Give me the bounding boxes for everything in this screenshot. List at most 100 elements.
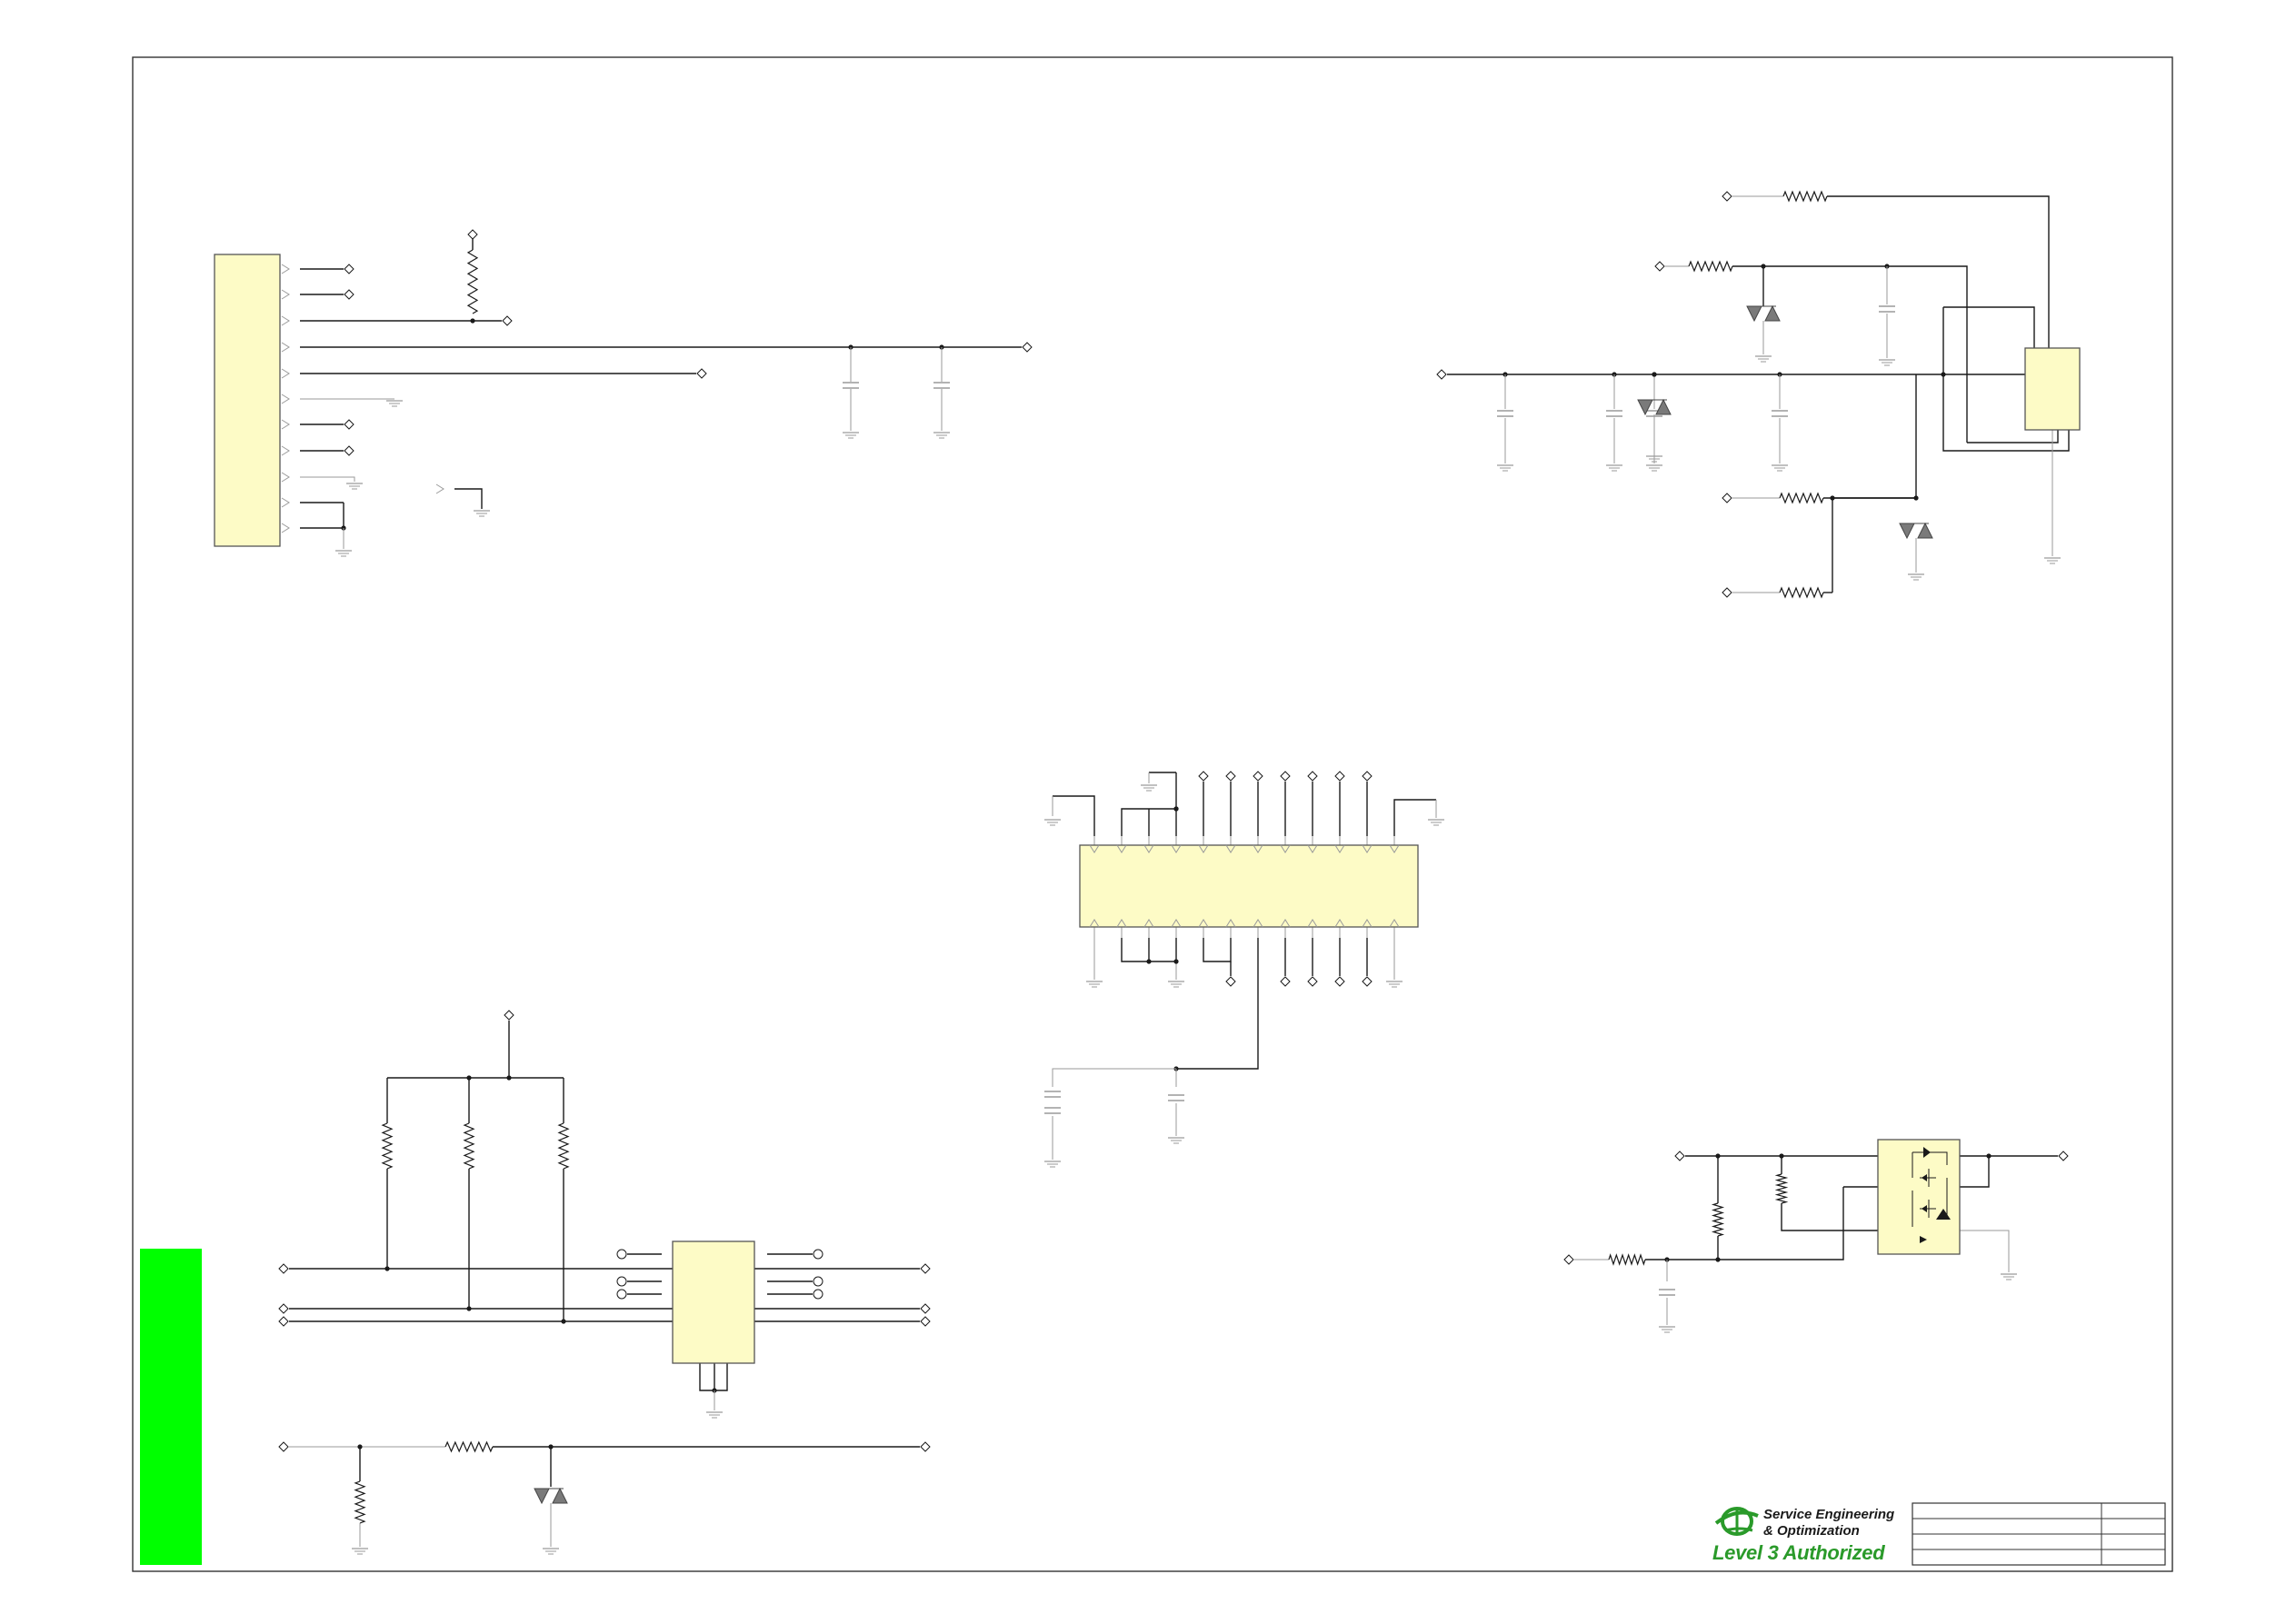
capacitor-icon: [1879, 305, 1895, 313]
pin-arrow-icon: [1334, 844, 1345, 853]
ground-icon: [1497, 464, 1513, 472]
port-diamond-icon: [1280, 976, 1291, 987]
ground-icon: [1659, 1326, 1675, 1333]
port-diamond-icon: [504, 1010, 514, 1021]
resistor-icon: [1688, 260, 1733, 273]
title-block-table: [1912, 1502, 2166, 1566]
capacitor-icon: [1044, 1107, 1061, 1114]
test-point-icon: [813, 1276, 824, 1287]
ground-icon: [933, 432, 950, 439]
pin-arrow-icon: [1225, 919, 1236, 928]
port-diamond-icon: [502, 315, 513, 326]
resistor-icon: [463, 1122, 475, 1170]
ground-icon: [2044, 557, 2061, 564]
pin-arrow-icon: [1143, 844, 1154, 853]
pin-arrow-icon: [1171, 919, 1182, 928]
ground-icon: [706, 1411, 723, 1419]
port-diamond-icon: [920, 1303, 931, 1314]
resistor-icon: [557, 1122, 570, 1170]
pin-arrow-icon: [281, 445, 290, 456]
port-diamond-icon: [1362, 976, 1373, 987]
port-diamond-icon: [1225, 976, 1236, 987]
port-diamond-icon: [920, 1441, 931, 1452]
ic-top-right: [2024, 347, 2081, 431]
port-diamond-icon: [344, 289, 354, 300]
tvs-diode-icon: [1637, 398, 1672, 416]
test-point-icon: [616, 1276, 627, 1287]
pin-arrow-icon: [1116, 919, 1127, 928]
wire: [1781, 1203, 1878, 1231]
pin-arrow-icon: [1389, 919, 1400, 928]
wire: [1942, 307, 2070, 452]
junction-dot: [1173, 959, 1179, 964]
port-diamond-icon: [278, 1316, 289, 1327]
pin-arrow-icon: [281, 315, 290, 326]
wire: [1827, 195, 2050, 348]
wire: [454, 488, 483, 509]
test-point-icon: [813, 1249, 824, 1260]
port-diamond-icon: [344, 445, 354, 456]
port-diamond-icon: [278, 1441, 289, 1452]
wires: [289, 195, 2070, 1547]
pin-arrow-icon: [1362, 919, 1373, 928]
pin-arrow-icon: [281, 368, 290, 379]
pin-arrow-icon: [1143, 919, 1154, 928]
ground-icon: [1755, 355, 1772, 363]
wire: [699, 1363, 728, 1391]
resistor-icon: [1782, 190, 1828, 203]
wire: [1943, 306, 2035, 348]
port-diamond-icon: [1654, 261, 1665, 272]
port-diamond-icon: [1253, 771, 1263, 782]
ground-icon: [346, 483, 363, 490]
ground-icon: [2001, 1273, 2017, 1280]
wire: [1393, 799, 1436, 836]
capacitor-icon: [1168, 1094, 1184, 1101]
wire: [1960, 1230, 2010, 1272]
pin-arrow-icon: [281, 289, 290, 300]
capacitor-icon: [1606, 410, 1622, 417]
ground-icon: [1908, 573, 1924, 581]
ground-icon: [1141, 784, 1157, 792]
ground-icon: [352, 1548, 368, 1555]
ground-icon: [1879, 359, 1895, 366]
wire: [1967, 430, 2059, 443]
ground-icon: [474, 510, 490, 517]
pin-arrow-icon: [281, 419, 290, 430]
port-diamond-icon: [696, 368, 707, 379]
pin-arrow-icon: [281, 523, 290, 533]
pin-arrow-icon: [1280, 919, 1291, 928]
ground-icon: [1646, 464, 1662, 472]
test-point-icon: [616, 1249, 627, 1260]
ground-icon: [1168, 981, 1184, 988]
resistor-icon: [466, 249, 479, 314]
junction-dot: [1173, 806, 1179, 812]
pin-arrow-icon: [1389, 844, 1400, 853]
port-diamond-icon: [1563, 1254, 1574, 1265]
junction-dot: [1913, 495, 1919, 501]
port-diamond-icon: [920, 1263, 931, 1274]
pin-arrow-icon: [281, 264, 290, 274]
test-point-icon: [813, 1289, 824, 1300]
wire: [300, 476, 355, 482]
port-diamond-icon: [1198, 771, 1209, 782]
ground-icon: [1044, 819, 1061, 826]
ground-icon: [1428, 819, 1444, 826]
port-diamond-icon: [278, 1303, 289, 1314]
capacitor-icon: [933, 382, 950, 389]
wire: [1718, 1187, 1844, 1260]
port-diamond-icon: [344, 264, 354, 274]
port-diamond-icon: [920, 1316, 931, 1327]
wire: [1052, 1068, 1176, 1087]
port-diamond-icon: [1334, 976, 1345, 987]
ground-icon: [1168, 1137, 1184, 1144]
wire: [1176, 938, 1259, 1070]
port-diamond-icon: [278, 1263, 289, 1274]
resistor-icon: [1711, 1202, 1725, 1237]
resistor-icon: [1608, 1253, 1646, 1266]
pin-arrow-icon: [1198, 844, 1209, 853]
ground-icon: [1086, 981, 1103, 988]
logo-text-line2: & Optimization: [1763, 1523, 1860, 1539]
logo-text-line1: Service Engineering: [1763, 1507, 1895, 1522]
port-diamond-icon: [1362, 771, 1373, 782]
